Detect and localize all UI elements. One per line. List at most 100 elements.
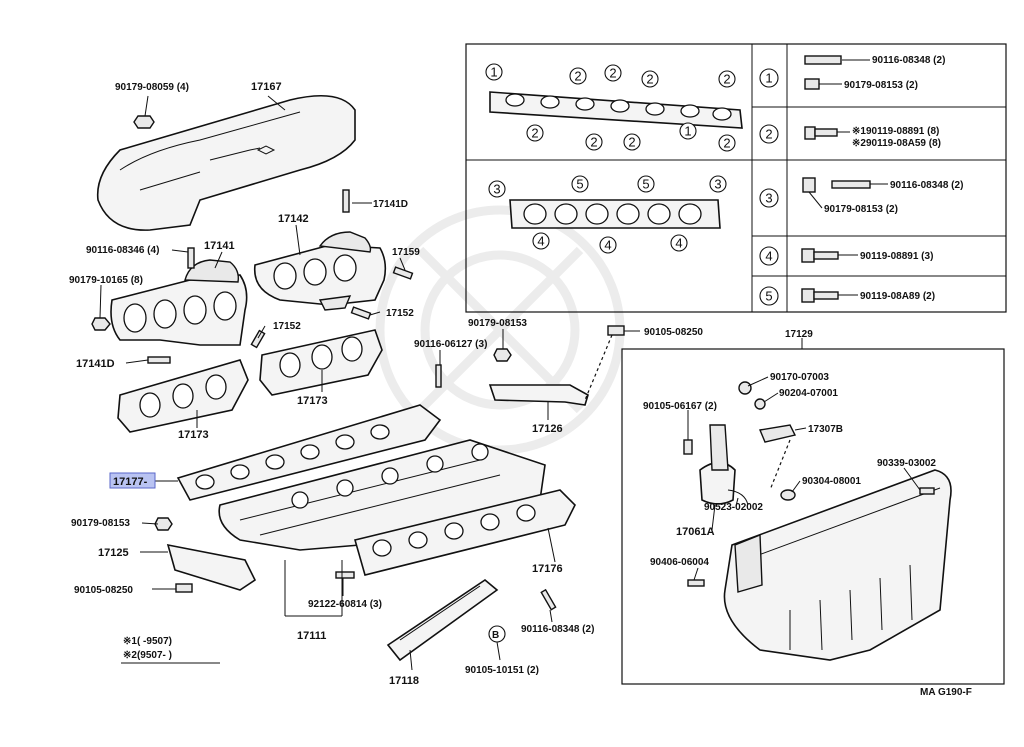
label-17141D-top: 17141D <box>373 199 408 210</box>
gasket-detail-top <box>489 91 743 129</box>
intake-gasket-17177[interactable] <box>176 404 442 501</box>
bolt-90105-08250-left[interactable] <box>175 583 193 593</box>
label-17152-left: 17152 <box>273 321 301 332</box>
label-90116-06127: 90116-06127 (3) <box>414 339 487 350</box>
stud-17141D-left[interactable] <box>147 356 171 364</box>
part-number-labels: 90179-08059 (4) 17167 17141D 17142 17141… <box>69 81 936 687</box>
label-17307B: 17307B <box>808 424 843 435</box>
diagram-code: MA G190-F <box>920 687 972 698</box>
hose-90523-02002[interactable] <box>727 489 749 506</box>
bolt-90105-08250-top[interactable] <box>607 325 625 336</box>
label-17129: 17129 <box>785 329 813 340</box>
stud-icon-row3 <box>831 180 871 189</box>
svg-text:※2(9507- ): ※2(9507- ) <box>123 650 172 661</box>
exhaust-gasket-17173-left[interactable] <box>117 359 249 433</box>
svg-text:2: 2 <box>723 72 730 87</box>
fastener-table-text: 90116-08348 (2) 90179-08153 (2) ※190119-… <box>824 55 963 302</box>
cap-90170-07003[interactable] <box>738 381 752 395</box>
label-17167: 17167 <box>251 81 282 93</box>
label-17142: 17142 <box>278 213 309 225</box>
fastener-table-icons <box>801 55 871 303</box>
gasket-detail-box <box>465 43 1007 313</box>
label-90105-08250-left: 90105-08250 <box>74 585 133 596</box>
stud-90116-08348[interactable] <box>540 588 557 611</box>
svg-text:2: 2 <box>765 127 772 142</box>
stud-92122-60814[interactable] <box>335 571 355 579</box>
svg-text:3: 3 <box>714 177 721 192</box>
stud-17141D-top[interactable] <box>342 189 350 213</box>
gasket-callouts: 1 2 2 2 2 2 2 2 1 2 3 5 5 3 4 4 4 <box>485 63 736 254</box>
svg-text:2: 2 <box>574 69 581 84</box>
bolt-shank-icon-row2 <box>814 128 838 137</box>
stay-17118[interactable] <box>386 579 499 662</box>
label-17141: 17141 <box>204 240 235 252</box>
svg-text:3: 3 <box>493 182 500 197</box>
plug-90339-03002[interactable] <box>919 487 935 495</box>
label-90105-08250-top: 90105-08250 <box>644 327 703 338</box>
heat-insulator-17167[interactable] <box>96 94 356 231</box>
intake-gasket-17176[interactable] <box>354 489 576 576</box>
svg-text:4: 4 <box>765 249 772 264</box>
svg-text:90179-08153 (2): 90179-08153 (2) <box>824 204 898 215</box>
bolt-90105-06167[interactable] <box>683 439 693 455</box>
svg-text:※290119-08A59 (8): ※290119-08A59 (8) <box>852 138 941 149</box>
bolt-shank-icon-row4 <box>813 251 839 260</box>
label-90179-08059: 90179-08059 (4) <box>115 82 189 93</box>
washer-90204-07001[interactable] <box>754 398 766 410</box>
nut-90179-08153-top[interactable] <box>493 348 512 362</box>
bolt-head-icon-row2 <box>804 126 816 140</box>
svg-text:90119-08A89 (2): 90119-08A89 (2) <box>860 291 935 302</box>
svg-text:1: 1 <box>490 65 497 80</box>
air-intake-chamber-17129[interactable] <box>723 469 952 661</box>
exhaust-gasket-17173-right[interactable] <box>259 329 383 396</box>
valve-17307B[interactable] <box>759 424 797 443</box>
svg-text:2: 2 <box>531 126 538 141</box>
nut-90179-08059[interactable] <box>133 115 155 129</box>
stud-90116-08346[interactable] <box>187 247 195 269</box>
label-90304-08001: 90304-08001 <box>802 476 861 487</box>
stud-17152-left[interactable] <box>250 329 266 349</box>
label-90116-08346: 90116-08346 (4) <box>86 245 159 256</box>
svg-text:4: 4 <box>675 236 682 251</box>
gasket-detail-bottom <box>509 199 721 229</box>
svg-text:5: 5 <box>576 177 583 192</box>
exhaust-manifold-17141[interactable] <box>110 259 248 346</box>
stud-90116-06127[interactable] <box>435 364 442 388</box>
vsv-17061A[interactable] <box>699 424 736 505</box>
label-17152-right: 17152 <box>386 308 414 319</box>
bolt-head-icon-row5 <box>801 288 815 303</box>
bracket-17125[interactable] <box>166 543 257 591</box>
stud-17152-right[interactable] <box>350 306 372 320</box>
label-90170-07003: 90170-07003 <box>770 372 829 383</box>
gasket-90304-08001[interactable] <box>780 489 796 501</box>
label-90204-07001: 90204-07001 <box>779 388 838 399</box>
svg-text:90116-08348 (2): 90116-08348 (2) <box>872 55 945 66</box>
svg-text:2: 2 <box>723 136 730 151</box>
label-90523-02002: 90523-02002 <box>704 502 763 513</box>
air-chamber-group-box <box>621 348 1005 685</box>
fastener-table-callouts: 1 2 3 4 5 <box>759 68 779 306</box>
label-17176: 17176 <box>532 563 563 575</box>
svg-text:90119-08891 (3): 90119-08891 (3) <box>860 251 933 262</box>
leader-lines <box>99 59 921 671</box>
highlight-17177[interactable] <box>109 472 156 489</box>
svg-text:2: 2 <box>628 135 635 150</box>
stay-17126[interactable] <box>488 384 589 406</box>
intake-manifold-17111[interactable] <box>218 439 546 551</box>
bolt-shank-icon-row5 <box>813 291 839 300</box>
label-90406-06004: 90406-06004 <box>650 557 709 568</box>
svg-text:1: 1 <box>684 124 691 139</box>
svg-text:2: 2 <box>609 66 616 81</box>
label-90339-03002: 90339-03002 <box>877 458 936 469</box>
pin-90406-06004[interactable] <box>687 579 705 587</box>
svg-text:3: 3 <box>765 191 772 206</box>
nut-90179-10165[interactable] <box>91 317 111 331</box>
label-90179-08153-left: 90179-08153 <box>71 518 130 529</box>
label-90105-10151: 90105-10151 (2) <box>465 665 539 676</box>
label-17125: 17125 <box>98 547 129 559</box>
stud-17159[interactable] <box>392 266 414 280</box>
svg-text:5: 5 <box>642 177 649 192</box>
exhaust-manifold-17142[interactable] <box>253 231 387 311</box>
svg-text:2: 2 <box>646 72 653 87</box>
label-17159: 17159 <box>392 247 420 258</box>
